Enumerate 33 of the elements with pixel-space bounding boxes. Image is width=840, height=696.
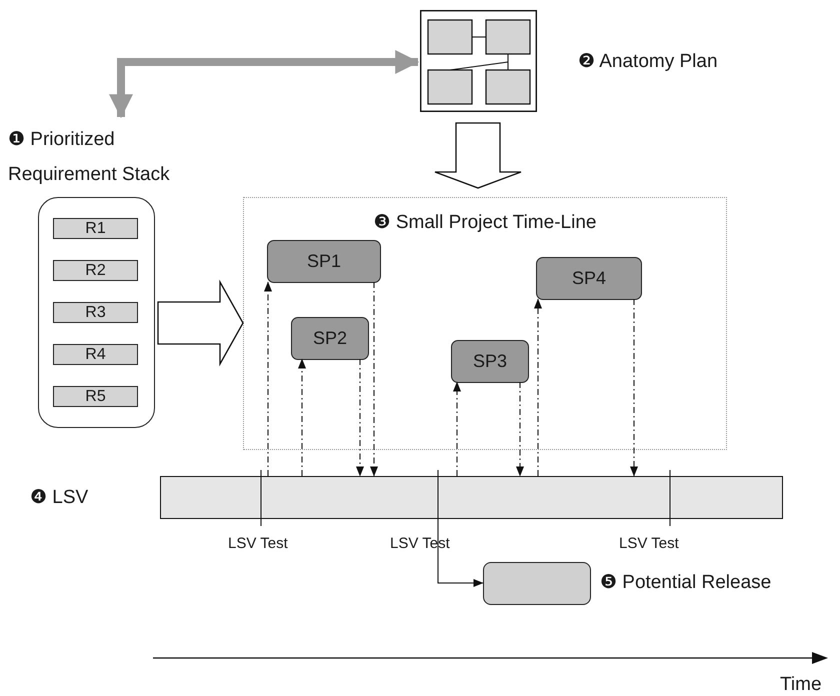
- timeline-region: [243, 197, 727, 450]
- requirement-box: R3: [53, 302, 138, 323]
- release-box: [483, 562, 591, 605]
- arrow: [109, 50, 420, 118]
- project-box: SP3: [451, 340, 529, 383]
- arrow: [453, 382, 461, 476]
- requirement-box: R4: [53, 344, 138, 365]
- node-caption: ❷ Anatomy Plan: [578, 51, 718, 73]
- arrow: [298, 358, 306, 476]
- block-arrow: [157, 280, 244, 366]
- arrow: [370, 282, 378, 476]
- arrow: [264, 282, 272, 476]
- arrow: [438, 518, 484, 587]
- requirement-box: R5: [53, 386, 138, 407]
- test-label: LSV Test: [228, 534, 288, 554]
- test-label: LSV Test: [619, 534, 679, 554]
- arrow: [630, 298, 638, 476]
- region-title: ❸ Small Project Time-Line: [372, 212, 598, 234]
- stack-heading: ❶ Prioritized Requirement Stack: [8, 128, 171, 187]
- axis-label: Time: [780, 674, 822, 696]
- project-box: SP1: [267, 240, 381, 283]
- node-caption: ❺ Potential Release: [600, 572, 772, 594]
- project-box: SP4: [536, 257, 642, 300]
- timeline-bar: [160, 476, 783, 519]
- block-arrow: [434, 122, 522, 189]
- requirement-box: R2: [53, 260, 138, 281]
- project-box: SP2: [291, 317, 369, 360]
- arrow: [356, 358, 364, 476]
- plan-drawing: [420, 10, 537, 112]
- node-caption: ❹ LSV: [30, 487, 88, 509]
- arrow: [534, 298, 542, 476]
- arrow: [516, 382, 524, 476]
- requirement-box: R1: [53, 218, 138, 239]
